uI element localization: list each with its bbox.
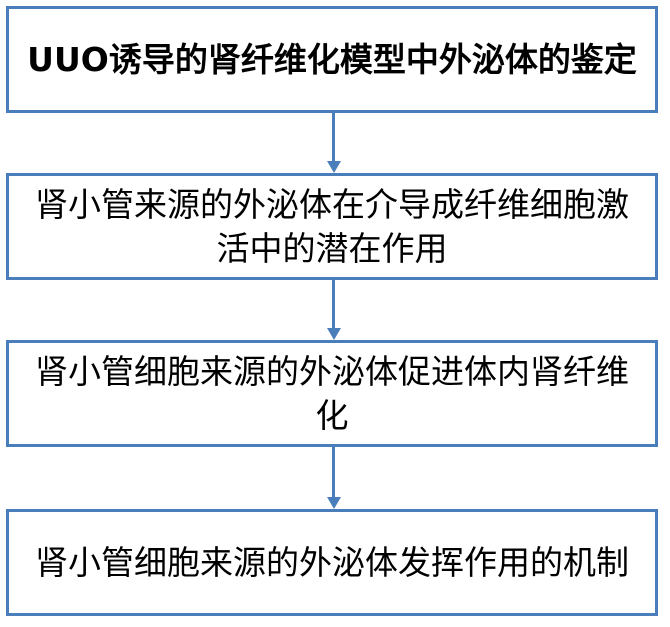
arrow-down-icon [327, 497, 341, 509]
flow-step-2: 肾小管来源的外泌体在介导成纤维细胞激活中的潜在作用 [6, 173, 658, 280]
arrow-1-shaft [332, 113, 335, 161]
arrow-3-shaft [332, 447, 335, 497]
flow-step-1: UUO诱导的肾纤维化模型中外泌体的鉴定 [6, 6, 658, 113]
flow-step-2-label: 肾小管来源的外泌体在介导成纤维细胞激活中的潜在作用 [35, 184, 629, 268]
arrow-down-icon [327, 328, 341, 340]
flow-step-3-label: 肾小管细胞来源的外泌体促进体内肾纤维化 [35, 351, 629, 435]
arrow-down-icon [327, 161, 341, 173]
flow-step-1-label: UUO诱导的肾纤维化模型中外泌体的鉴定 [27, 39, 637, 79]
flow-step-3: 肾小管细胞来源的外泌体促进体内肾纤维化 [6, 340, 658, 447]
arrow-2-shaft [332, 280, 335, 328]
flow-step-4: 肾小管细胞来源的外泌体发挥作用的机制 [6, 509, 658, 616]
flow-step-4-label: 肾小管细胞来源的外泌体发挥作用的机制 [35, 542, 629, 582]
